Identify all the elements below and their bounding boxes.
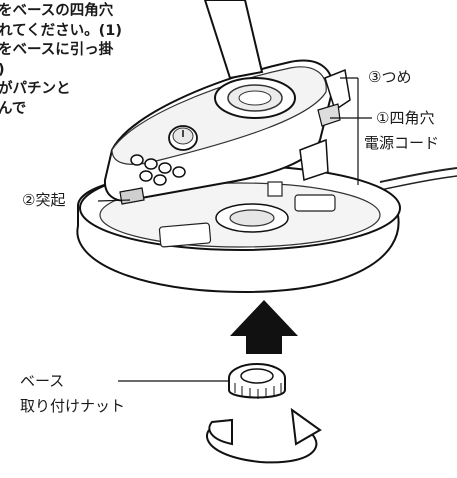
base-nut	[228, 363, 286, 399]
instruction-line: がパチンと	[0, 81, 71, 97]
instruction-text: をベースの四角穴 れてください。(1) をベースに引っ掛 ) がパチンと んで	[0, 2, 158, 119]
label-base-nut-2: 取り付けナット	[20, 397, 126, 415]
label-claw: ③つめ	[368, 68, 412, 86]
label-protrusion: ②突起	[22, 191, 66, 209]
rotation-arrow-icon	[206, 407, 322, 464]
up-arrow	[230, 300, 298, 354]
instruction-line: をベースに引っ掛	[0, 42, 114, 58]
instruction-line: )	[0, 61, 158, 81]
instruction-line: んで	[0, 100, 27, 117]
square-hole-shape	[299, 138, 329, 181]
leader-lines	[97, 77, 372, 382]
instruction-line: をベースの四角穴	[0, 3, 114, 19]
instruction-line: れてください。(1)	[0, 22, 122, 39]
lamp-arm	[203, 0, 264, 80]
label-power-cord: 電源コード	[364, 134, 440, 152]
claw-shape	[324, 68, 351, 112]
power-cord-shape	[379, 167, 457, 183]
control-buttons	[130, 154, 186, 186]
label-base-nut-1: ベース	[20, 372, 65, 390]
label-square-hole: ①四角穴	[376, 109, 435, 127]
